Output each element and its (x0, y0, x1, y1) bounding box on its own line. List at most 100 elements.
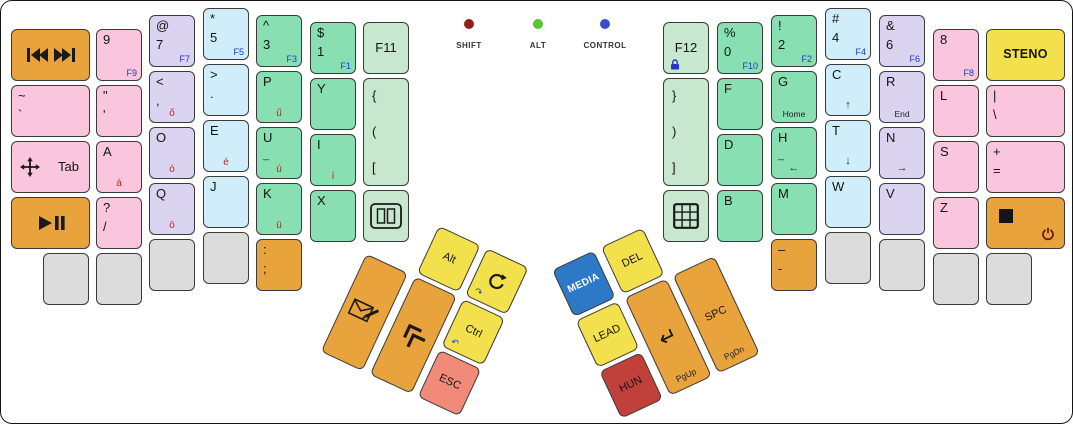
thumb-redo[interactable]: ↷ (464, 248, 529, 315)
key-pipe[interactable]: |\ (986, 85, 1065, 137)
key-o-label: O (156, 130, 167, 145)
key-blank-right-3[interactable] (933, 253, 979, 305)
key-y[interactable]: Y (310, 78, 356, 130)
key-period-label: . (210, 86, 214, 101)
key-tilde[interactable]: ~` (11, 85, 90, 137)
key-9-label: 9 (103, 32, 111, 47)
key-blank-left-1[interactable] (43, 253, 89, 305)
key-h-label: ← (788, 162, 800, 175)
key-dash[interactable]: –- (771, 239, 817, 291)
key-x[interactable]: X (310, 190, 356, 242)
key-blank-left-4[interactable] (203, 232, 249, 284)
key-period[interactable]: >. (203, 64, 249, 116)
key-play-pause[interactable] (11, 197, 90, 249)
key-pipe-label: | (993, 88, 997, 103)
alt-indicator-label: ALT (529, 41, 547, 50)
key-plus[interactable]: += (986, 141, 1065, 193)
key-colon-label: ; (263, 261, 267, 276)
lock-icon (670, 59, 680, 70)
left-thumb-cluster: Alt↷Ctrl↶ESC (318, 203, 535, 423)
redo-icon (466, 250, 527, 314)
key-l[interactable]: L (933, 85, 979, 137)
key-slash[interactable]: ?/ (96, 197, 142, 249)
key-blank-right-2[interactable] (879, 239, 925, 291)
key-blank-left-3[interactable] (149, 239, 195, 291)
key-3-label: 3 (263, 37, 271, 52)
key-j[interactable]: J (203, 176, 249, 228)
key-close-brackets-label: ) (672, 124, 677, 140)
key-h[interactable]: H_← (771, 127, 817, 179)
key-tilde-label: ~ (18, 88, 26, 103)
key-u[interactable]: U_ú (256, 127, 302, 179)
key-comma-label: < (156, 74, 164, 89)
key-f12[interactable]: F12 (663, 22, 709, 74)
shift-indicator-label: SHIFT (456, 41, 482, 50)
key-t[interactable]: T↓ (825, 120, 871, 172)
key-blank-left-2[interactable] (96, 253, 142, 305)
key-open-brackets[interactable]: {([ (363, 78, 409, 186)
key-v[interactable]: V (879, 183, 925, 235)
key-f11[interactable]: F11 (363, 22, 409, 74)
key-q-label: Q (156, 186, 167, 201)
key-tab[interactable]: Tab (11, 141, 90, 193)
key-c[interactable]: C↑ (825, 64, 871, 116)
key-n[interactable]: N→ (879, 127, 925, 179)
key-c-label: C (832, 67, 842, 82)
key-open-brackets-label: ( (372, 124, 377, 140)
key-t-label: ↓ (845, 155, 851, 168)
key-u-label: _ (263, 149, 270, 161)
key-comma-label: ő (169, 107, 175, 119)
key-d[interactable]: D (717, 134, 763, 186)
key-z[interactable]: Z (933, 197, 979, 249)
key-colon[interactable]: :; (256, 239, 302, 291)
key-h-label: _ (778, 149, 785, 161)
key-r-label: End (894, 109, 910, 120)
key-steno[interactable]: STENO (986, 29, 1065, 81)
key-media-prev-next[interactable] (11, 29, 90, 81)
key-i-label: í (331, 170, 335, 182)
key-4-label: 4 (832, 30, 840, 45)
key-w[interactable]: W (825, 176, 871, 228)
key-blank-right-4[interactable] (986, 253, 1032, 305)
key-split-view[interactable] (363, 190, 409, 242)
key-o-label: ó (169, 163, 175, 175)
key-stop-power[interactable] (986, 197, 1065, 249)
key-f[interactable]: F (717, 78, 763, 130)
key-keypad[interactable] (663, 190, 709, 242)
move-icon (20, 157, 40, 177)
key-e-label: E (210, 123, 219, 138)
thumb-compose[interactable] (320, 253, 409, 372)
key-comma[interactable]: <,ő (149, 71, 195, 123)
key-m[interactable]: M (771, 183, 817, 235)
key-close-brackets-label: ] (672, 160, 676, 176)
key-d-label: D (724, 137, 734, 152)
key-close-brackets[interactable]: })] (663, 78, 709, 186)
alt-indicator: ALT (503, 16, 573, 50)
key-blank-right-1[interactable] (825, 232, 871, 284)
thumb-page-chevrons[interactable] (369, 276, 457, 394)
key-b[interactable]: B (717, 190, 763, 242)
key-s[interactable]: S (933, 141, 979, 193)
key-quote[interactable]: "' (96, 85, 142, 137)
key-j-label: J (210, 179, 217, 194)
control-indicator-dot (600, 19, 610, 29)
